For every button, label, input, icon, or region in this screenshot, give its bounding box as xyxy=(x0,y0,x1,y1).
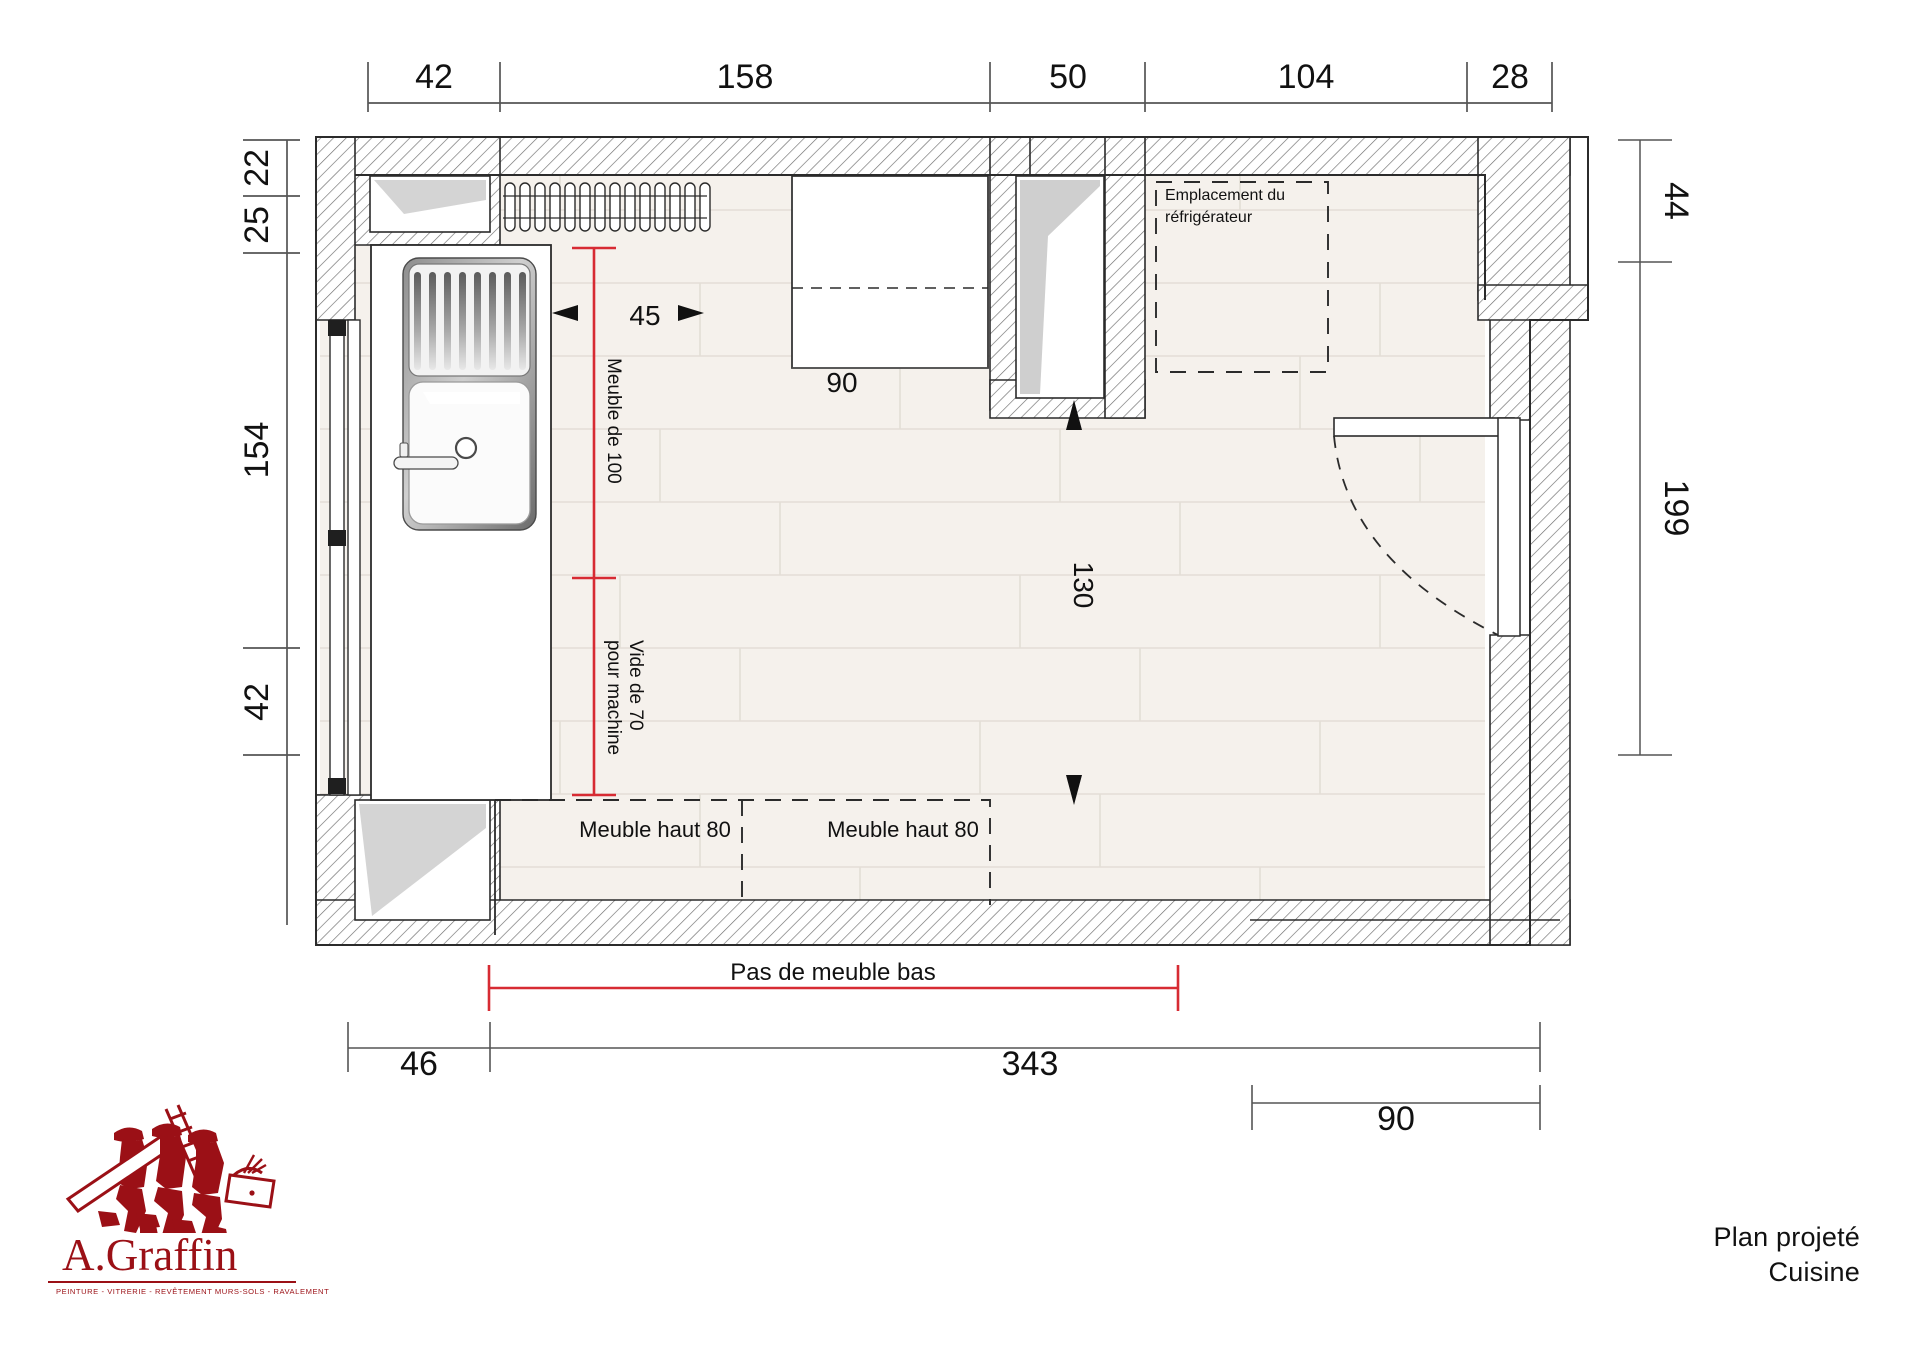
annotation-fridge-1: Emplacement du xyxy=(1165,187,1285,204)
fridge-placeholder xyxy=(1155,181,1329,373)
annotation-sink-gap: 45 xyxy=(629,300,660,331)
dim-bottom-1: 343 xyxy=(1002,1045,1059,1083)
logo-divider xyxy=(48,1281,296,1283)
annotation-machine-gap-1: Vide de 70 xyxy=(625,640,646,731)
door-right xyxy=(1333,417,1521,637)
dim-top-0: 42 xyxy=(415,58,453,96)
sink-unit xyxy=(370,244,552,801)
annotation-stove-width: 90 xyxy=(826,367,857,398)
dim-right-0: 44 xyxy=(1657,182,1695,220)
dim-bottom-0: 46 xyxy=(400,1045,438,1083)
room-depth-arrows xyxy=(1066,400,1082,805)
dim-bottom-90: 90 xyxy=(1377,1100,1415,1138)
sink-gap-arrows xyxy=(552,305,704,321)
dimension-line-top xyxy=(367,62,1553,112)
drainboard-ridges xyxy=(414,272,526,370)
painters-illustration xyxy=(65,1104,276,1241)
dim-right-1: 199 xyxy=(1657,480,1695,537)
door-left xyxy=(328,319,361,796)
dim-left-0: 22 xyxy=(238,149,276,187)
dim-top-2: 50 xyxy=(1049,58,1087,96)
dim-top-3: 104 xyxy=(1278,58,1335,96)
faucet-icon xyxy=(393,442,459,470)
stove-unit xyxy=(791,175,989,369)
annotation-machine-gap-2: pour machine xyxy=(603,640,624,755)
annotation-cabinet-100: Meuble de 100 xyxy=(603,358,624,484)
dimension-text-right: 44 199 xyxy=(1657,182,1695,536)
annotation-wall-cabinet-left: Meuble haut 80 xyxy=(579,817,731,842)
wall-outline xyxy=(315,136,1589,946)
annotation-fridge-2: réfrigérateur xyxy=(1165,209,1253,226)
dim-left-1: 25 xyxy=(238,206,276,244)
window-top-left xyxy=(369,175,491,233)
base-cabinet-solid-line xyxy=(494,800,1560,935)
dimension-line-left xyxy=(243,139,300,925)
company-logo: A.Graffin PEINTURE - VITRERIE - REVÊTEME… xyxy=(48,1103,330,1296)
title-block: Plan projeté Cuisine xyxy=(1714,1220,1861,1290)
wall-cabinets xyxy=(495,799,991,905)
dimension-text-top: 42 158 50 104 28 xyxy=(415,58,1529,96)
dimension-text-bottom: 46 343 90 xyxy=(400,1045,1415,1138)
dim-top-4: 28 xyxy=(1491,58,1529,96)
window-bottom-left xyxy=(354,799,491,921)
radiator xyxy=(503,182,711,232)
dimension-line-bottom xyxy=(347,1022,1541,1130)
title-line-1: Plan projeté xyxy=(1713,1221,1860,1252)
logo-wordmark: A.Graffin xyxy=(62,1230,238,1280)
annotation-wall-cabinet-right: Meuble haut 80 xyxy=(827,817,979,842)
red-dimension-cabinet-100 xyxy=(572,246,616,797)
dimension-text-left: 22 25 154 42 xyxy=(238,149,276,721)
dimension-line-right xyxy=(1618,139,1672,756)
logo-mark-painters-icon xyxy=(48,1103,298,1241)
title-line-2: Cuisine xyxy=(1768,1256,1860,1287)
window-top-center xyxy=(1015,175,1105,399)
annotation-room-width: 130 xyxy=(1068,562,1099,609)
floor-area xyxy=(320,137,1570,935)
dim-left-3: 42 xyxy=(238,683,276,721)
logo-tagline: PEINTURE - VITRERIE - REVÊTEMENT MURS-SO… xyxy=(56,1287,330,1296)
annotation-no-base-cabinet: Pas de meuble bas xyxy=(730,959,935,986)
dim-left-2: 154 xyxy=(238,422,276,479)
red-dimension-no-base xyxy=(487,965,1180,1011)
dim-top-1: 158 xyxy=(717,58,774,96)
